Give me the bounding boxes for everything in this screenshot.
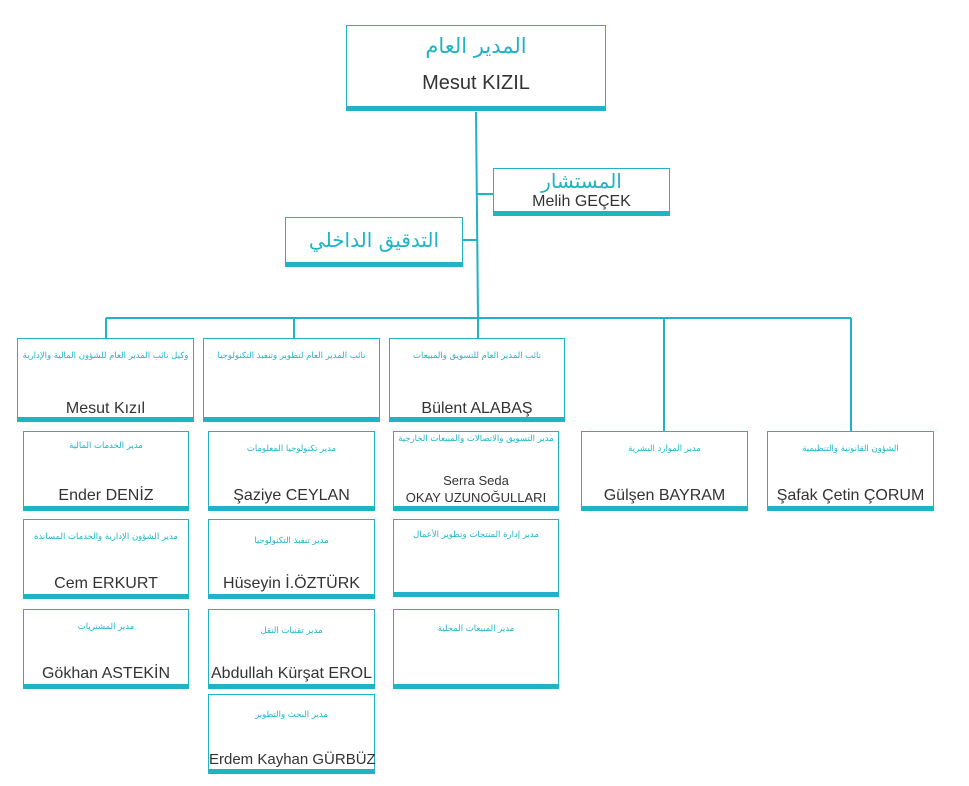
unit-head: Şaziye CEYLAN bbox=[233, 487, 350, 504]
finance-unit-1[interactable]: مدير الخدمات المالية Ender DENİZ bbox=[23, 431, 189, 511]
unit-head-line1: Serra Seda bbox=[443, 473, 509, 488]
advisor-name: Melih GEÇEK bbox=[532, 193, 631, 210]
department-title: وكيل نائب المدير العام للشؤون المالية وا… bbox=[22, 351, 189, 361]
advisor-title: المستشار bbox=[541, 169, 622, 193]
ceo-name: Mesut KIZIL bbox=[422, 72, 530, 94]
tech-unit-2[interactable]: مدير تنفيذ التكنولوجيا Hüseyin İ.ÖZTÜRK bbox=[208, 519, 375, 599]
unit-title: مدير تقنيات النقل bbox=[260, 626, 323, 636]
department-sales[interactable]: نائب المدير العام للتسويق والمبيعات Büle… bbox=[389, 338, 565, 422]
unit-title: مدير الشؤون الإدارية والخدمات المساندة bbox=[33, 532, 178, 542]
department-head: Bülent ALABAŞ bbox=[421, 400, 533, 417]
audit-title: التدقيق الداخلي bbox=[308, 228, 440, 252]
unit-head: Cem ERKURT bbox=[54, 575, 158, 592]
department-finance[interactable]: وكيل نائب المدير العام للشؤون المالية وا… bbox=[17, 338, 194, 422]
finance-unit-3[interactable]: مدير المشتريات Gökhan ASTEKİN bbox=[23, 609, 189, 689]
unit-title: مدير إدارة المنتجات وتطوير الأعمال bbox=[413, 530, 539, 540]
audit-box[interactable]: التدقيق الداخلي bbox=[285, 217, 463, 267]
unit-head: Abdullah Kürşat EROL bbox=[211, 665, 372, 682]
department-legal[interactable]: الشؤون القانونية والتنظيمية Şafak Çetin … bbox=[767, 431, 934, 511]
unit-title: مدير تنفيذ التكنولوجيا bbox=[254, 536, 329, 546]
sales-unit-1[interactable]: مدير التسويق والاتصالات والمبيعات الخارج… bbox=[393, 431, 559, 511]
department-title: مدير الموارد البشرية bbox=[628, 444, 701, 454]
tech-unit-3[interactable]: مدير تقنيات النقل Abdullah Kürşat EROL bbox=[208, 609, 375, 689]
unit-title: مدير المبيعات المحلية bbox=[437, 624, 515, 634]
department-title: الشؤون القانونية والتنظيمية bbox=[802, 444, 899, 454]
unit-head: Gökhan ASTEKİN bbox=[41, 665, 171, 682]
sales-unit-3[interactable]: مدير المبيعات المحلية bbox=[393, 609, 559, 689]
sales-unit-2[interactable]: مدير إدارة المنتجات وتطوير الأعمال bbox=[393, 519, 559, 597]
ceo-title: المدير العام bbox=[425, 34, 527, 58]
department-title: نائب المدير العام لتطوير وتنفيذ التكنولو… bbox=[217, 351, 366, 361]
unit-head: Hüseyin İ.ÖZTÜRK bbox=[223, 575, 360, 592]
unit-title: مدير التسويق والاتصالات والمبيعات الخارج… bbox=[398, 434, 554, 444]
tech-unit-1[interactable]: مدير تكنولوجيا المعلومات Şaziye CEYLAN bbox=[208, 431, 375, 511]
unit-head-line2: OKAY UZUNOĞULLARI bbox=[405, 490, 547, 505]
department-hr[interactable]: مدير الموارد البشرية Gülşen BAYRAM bbox=[581, 431, 748, 511]
unit-title: مدير البحث والتطوير bbox=[255, 710, 328, 720]
trunk-line bbox=[475, 111, 479, 319]
advisor-box[interactable]: المستشار Melih GEÇEK bbox=[493, 168, 670, 216]
unit-head: Erdem Kayhan GÜRBÜZ bbox=[209, 751, 376, 768]
department-head: Şafak Çetin ÇORUM bbox=[776, 487, 925, 504]
department-head: Gülşen BAYRAM bbox=[603, 487, 726, 504]
department-title: نائب المدير العام للتسويق والمبيعات bbox=[413, 351, 541, 361]
unit-title: مدير تكنولوجيا المعلومات bbox=[246, 444, 337, 454]
unit-title: مدير الخدمات المالية bbox=[69, 441, 143, 451]
ceo-box[interactable]: المدير العام Mesut KIZIL bbox=[346, 25, 606, 111]
department-technology[interactable]: نائب المدير العام لتطوير وتنفيذ التكنولو… bbox=[203, 338, 380, 422]
tech-unit-4[interactable]: مدير البحث والتطوير Erdem Kayhan GÜRBÜZ bbox=[208, 694, 376, 774]
unit-title: مدير المشتريات bbox=[77, 622, 135, 632]
unit-head: Ender DENİZ bbox=[58, 487, 154, 504]
finance-unit-2[interactable]: مدير الشؤون الإدارية والخدمات المساندة C… bbox=[23, 519, 189, 599]
department-head: Mesut Kızıl bbox=[65, 400, 146, 417]
